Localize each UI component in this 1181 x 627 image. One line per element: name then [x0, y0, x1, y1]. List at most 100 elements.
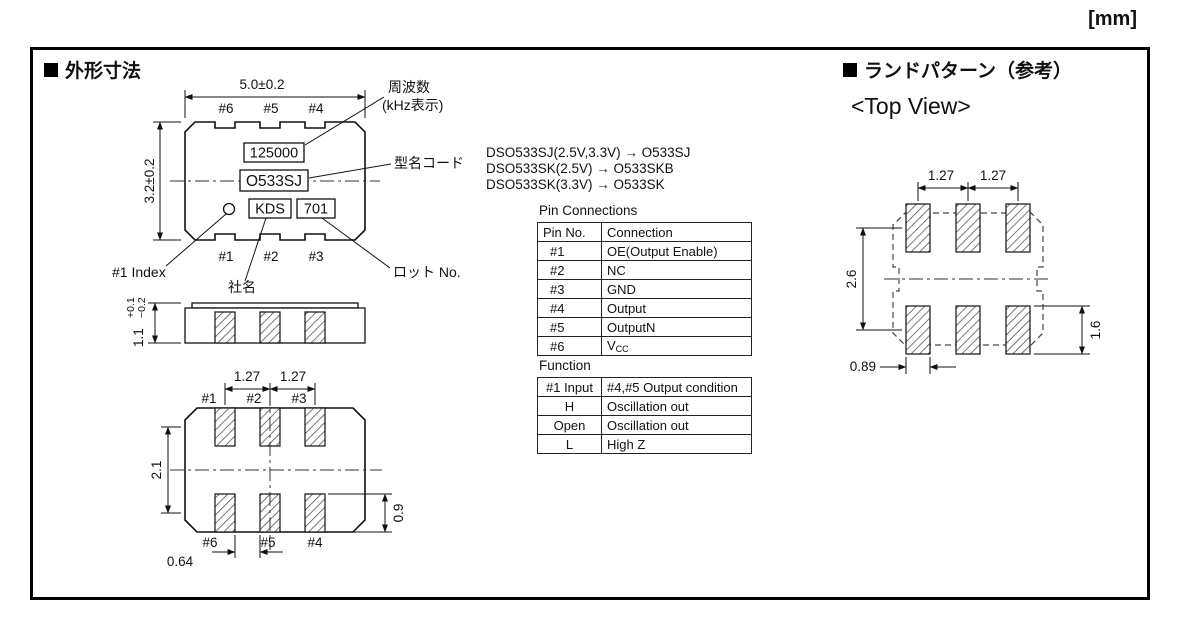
- callout-pin1-index: #1 Index: [112, 213, 227, 280]
- dim-land-vertical: 2.6: [844, 227, 902, 331]
- marking-model-box: [239, 169, 309, 192]
- drawing-frame: [30, 47, 1150, 600]
- package-bottom-view: #1 #2 #3 #6 #5 #4 1.27 1.27 2.1: [149, 369, 406, 569]
- connection-col-header: Connection: [601, 222, 752, 242]
- input-state-cell: H: [537, 396, 602, 416]
- bottom-pad: [214, 493, 236, 533]
- dim-pad-pitch: 1.27 1.27: [224, 369, 316, 405]
- dim-thickness-tol-plus: +0.1: [125, 297, 137, 318]
- output-col-header: #4,#5 Output condition: [601, 377, 752, 397]
- pin-col-header: Pin No.: [537, 222, 602, 242]
- pin-number-cell: #3: [537, 279, 602, 299]
- vcc-subscript: CC: [615, 344, 629, 354]
- land-title-text: ランドパターン（参考）: [864, 61, 1073, 82]
- bottom-pad: [214, 407, 236, 447]
- pin-label: #6: [202, 535, 217, 550]
- pin-number-cell: #2: [537, 260, 602, 280]
- bottom-pad: [304, 493, 326, 533]
- model-map-line: DSO533SK(3.3V) → O533SK: [486, 177, 665, 192]
- pin-label: #3: [291, 391, 306, 406]
- dim-thickness-label: 1.1: [131, 328, 146, 347]
- callout-frequency: 周波数 (kHz表示): [304, 79, 443, 146]
- dim-land-vertical-label: 2.6: [844, 270, 859, 289]
- pin-label: #2: [246, 391, 261, 406]
- land-pad: [1005, 203, 1031, 253]
- dim-gap-label: 0.64: [167, 554, 194, 569]
- function-table: Function #1 Input #4,#5 Output condition…: [537, 358, 752, 454]
- pin-table-row: #1 OE(Output Enable): [537, 241, 752, 261]
- pin-table-row: #3 GND: [537, 279, 752, 299]
- bottom-pad: [304, 407, 326, 447]
- callout-frequency-label: 周波数: [388, 79, 430, 95]
- function-table-title: Function: [539, 358, 591, 373]
- side-pad: [214, 311, 236, 344]
- pin-connection-cell: GND: [601, 279, 752, 299]
- dim-land-pitch-label: 1.27: [928, 168, 954, 183]
- output-state-cell: Oscillation out: [601, 396, 752, 416]
- dim-height-label: 3.2±0.2: [142, 159, 157, 204]
- pin-table-row: #4 Output: [537, 298, 752, 318]
- callout-model-code: 型名コード DSO533SJ(2.5V,3.3V) → O533SJ DSO53…: [308, 145, 690, 192]
- package-lid: [191, 302, 359, 309]
- pin-table-row: #6 VCC: [537, 336, 752, 356]
- marking-lot: 701: [304, 202, 328, 218]
- dim-pitch-label: 1.27: [234, 369, 260, 384]
- pin-number-cell: #4: [537, 298, 602, 318]
- function-table-row: L High Z: [537, 434, 752, 454]
- input-state-cell: Open: [537, 415, 602, 435]
- pin-label: #1: [218, 249, 233, 264]
- package-side-view: +0.1 −0.2 1.1: [125, 297, 366, 347]
- marking-model: O533SJ: [246, 173, 302, 190]
- pin-table-row: #5 OutputN: [537, 317, 752, 337]
- pin-number-cell: #5: [537, 317, 602, 337]
- output-state-cell: High Z: [601, 434, 752, 454]
- pin-label: #2: [263, 249, 278, 264]
- dim-land-pitch: 1.27 1.27: [917, 168, 1019, 201]
- land-pad: [1005, 305, 1031, 355]
- pin-connection-cell: OE(Output Enable): [601, 241, 752, 261]
- marking-lot-box: [296, 198, 336, 219]
- dim-span-label: 2.1: [149, 461, 164, 480]
- pin-connections-table: Pin Connections Pin No. Connection #1 OE…: [537, 203, 752, 356]
- pin-table-header-row: Pin No. Connection: [537, 222, 752, 242]
- pin-connection-cell: NC: [601, 260, 752, 280]
- pin-connection-cell: Output: [601, 298, 752, 318]
- pin-label: #6: [218, 101, 233, 116]
- dim-land-pad-width: 0.89: [850, 357, 956, 374]
- vcc-base: V: [607, 338, 616, 353]
- pin-label: #4: [308, 101, 324, 116]
- dim-pitch-label: 1.27: [280, 369, 306, 384]
- dim-height: 3.2±0.2: [142, 121, 181, 241]
- outline-title-text: 外形寸法: [65, 61, 142, 82]
- pin-table-title: Pin Connections: [539, 203, 638, 218]
- pin-table-row: #2 NC: [537, 260, 752, 280]
- callout-lot: ロット No.: [321, 217, 461, 280]
- marking-freq-box: [243, 142, 305, 163]
- dim-width: 5.0±0.2: [184, 77, 366, 118]
- dim-land-pad-height: 1.6: [1034, 305, 1103, 355]
- land-pad: [955, 203, 981, 253]
- marking-company-box: [248, 198, 292, 219]
- callout-model-label: 型名コード: [394, 155, 464, 171]
- callout-frequency-sub: (kHz表示): [382, 97, 443, 113]
- output-state-cell: Oscillation out: [601, 415, 752, 435]
- model-map-line: DSO533SJ(2.5V,3.3V) → O533SJ: [486, 145, 690, 160]
- callout-company: 社名: [228, 217, 267, 295]
- side-pad: [304, 311, 326, 344]
- input-state-cell: L: [537, 434, 602, 454]
- marking-company: KDS: [255, 202, 285, 218]
- pin-connection-cell: VCC: [601, 336, 752, 356]
- marking-freq: 125000: [250, 146, 298, 162]
- side-pad: [259, 311, 281, 344]
- land-pattern-view: 1.27 1.27 2.6 1.6 0.89: [844, 168, 1103, 374]
- pin-label: #5: [263, 101, 278, 116]
- pin-label: #5: [260, 535, 275, 550]
- dim-land-pad-height-label: 1.6: [1088, 321, 1103, 340]
- land-top-view-label: <Top View>: [851, 93, 971, 119]
- function-table-row: H Oscillation out: [537, 396, 752, 416]
- land-pad: [955, 305, 981, 355]
- pin-label: #4: [307, 535, 323, 550]
- pin-number-cell: #6: [537, 336, 602, 356]
